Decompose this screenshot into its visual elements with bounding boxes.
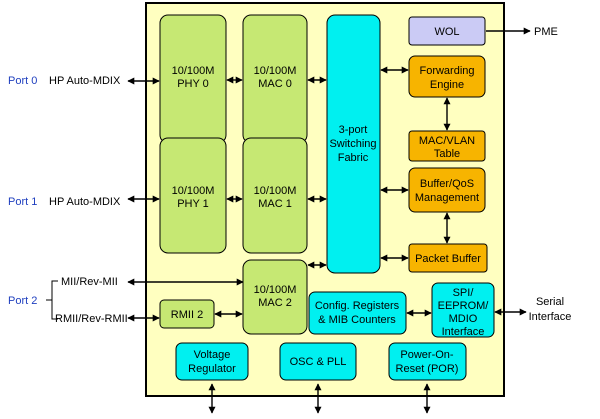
spi-interface-line3: MDIO (449, 313, 478, 325)
phy1-line2: PHY 1 (177, 198, 209, 210)
phy1-line1: 10/100M (172, 185, 215, 197)
config-registers-block: Config. Registers & MIB Counters (308, 291, 407, 335)
port1-label: Port 1 (8, 196, 37, 208)
osc-pll-block: OSC & PLL (279, 342, 357, 381)
mac1-line2: MAC 1 (258, 198, 292, 210)
phy0-line1: 10/100M (172, 65, 215, 77)
phy0-line2: PHY 0 (177, 78, 209, 90)
config-registers-line2: & MIB Counters (318, 314, 396, 326)
mac1-block: 10/100M MAC 1 (242, 137, 308, 254)
port0-label: Port 0 (8, 75, 37, 87)
rmii2-label: RMII 2 (171, 309, 203, 321)
buffer-qos-line2: Management (415, 192, 479, 204)
spi-interface-block: SPI/ EEPROM/ MDIO Interface (431, 282, 495, 338)
port0-description: HP Auto-MDIX (49, 75, 121, 87)
switching-fabric-block: 3-port Switching Fabric (326, 14, 381, 274)
power-on-reset-block: Power-On- Reset (POR) (388, 342, 467, 381)
mac0-line1: 10/100M (254, 65, 297, 77)
mac0-block: 10/100M MAC 0 (242, 14, 308, 144)
phy0-block: 10/100M PHY 0 (159, 14, 227, 144)
power-on-reset-line2: Reset (POR) (396, 363, 459, 375)
packet-buffer-block: Packet Buffer (408, 243, 488, 273)
voltage-regulator-line2: Regulator (188, 363, 236, 375)
forwarding-engine-block: Forwarding Engine (408, 55, 486, 98)
power-on-reset-line1: Power-On- (400, 349, 454, 361)
port2-rmii-label: RMII/Rev-RMII (55, 313, 128, 325)
switching-fabric-line3: Fabric (338, 152, 369, 164)
mac2-block: 10/100M MAC 2 (242, 259, 308, 335)
spi-interface-line2: EEPROM/ (438, 300, 490, 312)
mac0-line2: MAC 0 (258, 78, 292, 90)
forwarding-engine-line1: Forwarding (419, 65, 474, 77)
port2-mii-label: MII/Rev-MII (61, 276, 118, 288)
voltage-regulator-block: Voltage Regulator (175, 342, 249, 381)
rmii2-block: RMII 2 (159, 299, 215, 329)
spi-interface-line1: SPI/ (453, 287, 475, 299)
buffer-qos-block: Buffer/QoS Management (408, 167, 486, 213)
phy1-block: 10/100M PHY 1 (159, 137, 227, 254)
switching-fabric-line1: 3-port (339, 124, 368, 136)
config-registers-line1: Config. Registers (315, 300, 400, 312)
buffer-qos-line1: Buffer/QoS (420, 178, 474, 190)
packet-buffer-label: Packet Buffer (415, 253, 481, 265)
port1-description: HP Auto-MDIX (49, 196, 121, 208)
mac2-line1: 10/100M (254, 284, 297, 296)
pme-label: PME (534, 26, 558, 38)
mac-vlan-table-block: MAC/VLAN Table (408, 130, 486, 162)
forwarding-engine-line2: Engine (430, 79, 464, 91)
port2-label: Port 2 (8, 295, 37, 307)
spi-interface-line4: Interface (442, 326, 485, 338)
mac-vlan-table-line2: Table (434, 148, 460, 160)
serial-interface-line2: Interface (529, 311, 572, 323)
osc-pll-label: OSC & PLL (290, 356, 347, 368)
wol-label: WOL (434, 26, 459, 38)
mac2-line2: MAC 2 (258, 297, 292, 309)
serial-interface-line1: Serial (536, 296, 564, 308)
wol-block: WOL (408, 16, 486, 46)
voltage-regulator-line1: Voltage (194, 349, 231, 361)
mac1-line1: 10/100M (254, 185, 297, 197)
switching-fabric-line2: Switching (329, 138, 376, 150)
mac-vlan-table-line1: MAC/VLAN (419, 135, 475, 147)
